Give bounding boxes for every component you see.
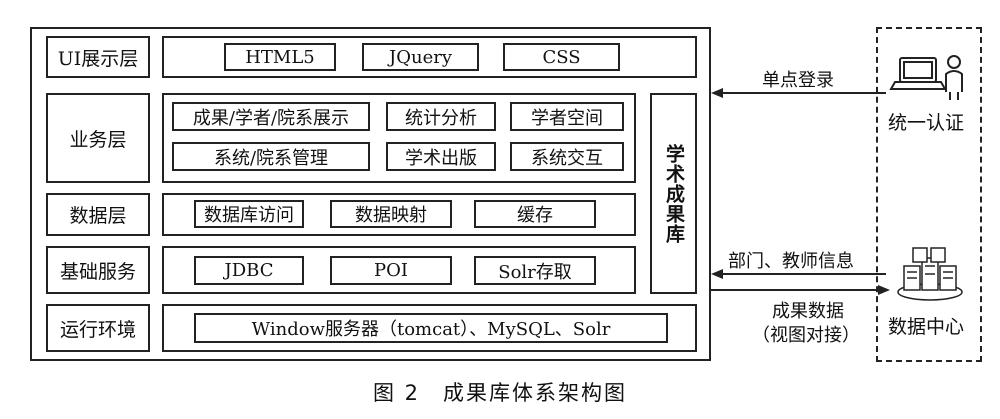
biz-item-stats: 统计分析 [386, 102, 496, 131]
datacenter-label: 数据中心 [888, 316, 965, 338]
ui-item-html5: HTML5 [224, 43, 336, 71]
repository-label: 学术成果库 [663, 143, 685, 244]
runtime-item: Window服务器（tomcat）、MySQL、Solr [194, 313, 668, 343]
data-item-mapping: 数据映射 [330, 200, 452, 228]
user-computer-icon [889, 55, 963, 100]
biz-item-interaction: 系统交互 [510, 142, 624, 171]
ui-item-jquery: JQuery [362, 43, 479, 71]
base-item-poi: POI [330, 256, 452, 285]
biz-item-display: 成果/学者/院系展示 [172, 102, 370, 131]
layer-label-runtime: 运行环境 [46, 304, 150, 352]
data-item-cache: 缓存 [474, 200, 596, 228]
dept-info-label: 部门、教师信息 [728, 251, 854, 272]
biz-item-scholar-space: 学者空间 [510, 102, 624, 131]
sso-label: 单点登录 [762, 70, 834, 91]
layer-label-business: 业务层 [46, 93, 150, 183]
business-layer-container [162, 93, 636, 183]
layer-label-base-services: 基础服务 [46, 246, 150, 294]
layer-label-ui: UI展示层 [46, 36, 150, 78]
figure-caption: 图 2 成果库体系架构图 [372, 381, 628, 405]
biz-item-publishing: 学术出版 [386, 142, 496, 171]
base-item-jdbc: JDBC [194, 256, 304, 285]
auth-label: 统一认证 [888, 112, 965, 134]
results-label-line2: （视图对接） [752, 325, 860, 346]
repository-box: 学术成果库 [650, 93, 697, 294]
base-item-solr: Solr存取 [474, 256, 596, 285]
results-label-line1: 成果数据 [772, 301, 844, 322]
base-services-container [162, 246, 636, 294]
biz-item-management: 系统/院系管理 [172, 142, 370, 171]
runtime-container [162, 304, 697, 352]
ui-item-css: CSS [503, 43, 620, 71]
layer-label-data: 数据层 [46, 193, 150, 236]
data-item-db-access: 数据库访问 [194, 200, 304, 228]
server-icon [897, 247, 963, 301]
external-systems-panel [876, 27, 982, 362]
